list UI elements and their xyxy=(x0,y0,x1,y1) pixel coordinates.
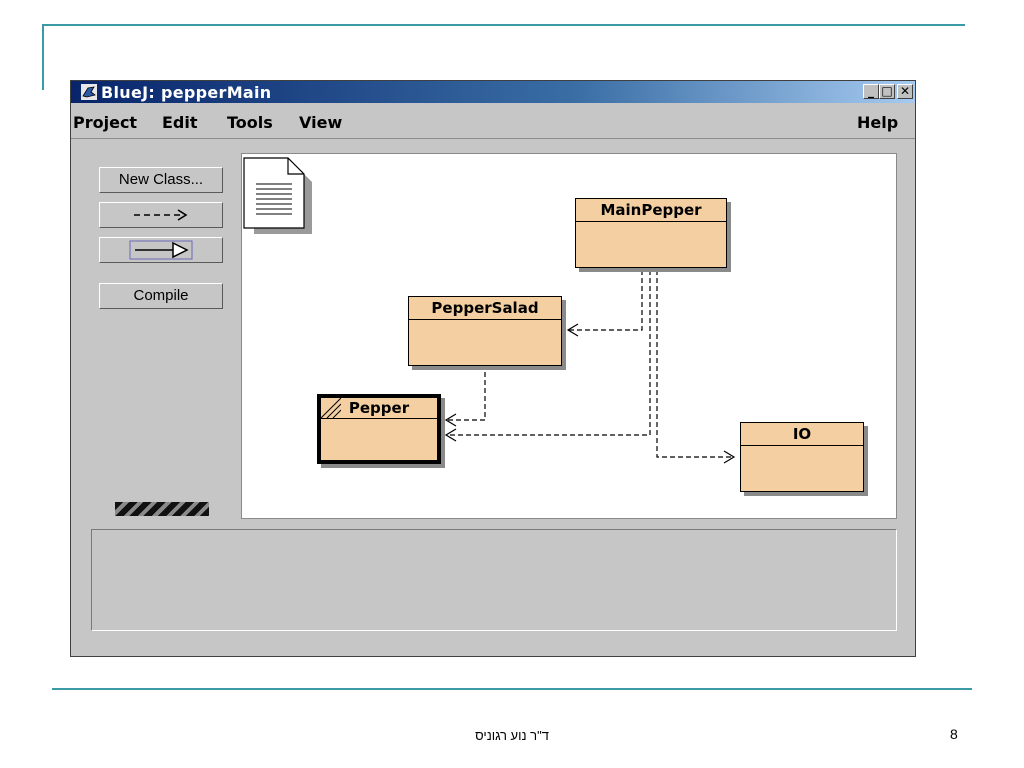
class-io[interactable]: IO xyxy=(740,422,864,492)
arrowhead-peppersalad xyxy=(566,323,579,337)
slide-left-rule xyxy=(42,24,44,90)
compile-label: Compile xyxy=(133,287,189,304)
arrow-peppersalad-to-pepper xyxy=(446,372,486,421)
inheritance-arrow-icon xyxy=(129,240,193,260)
class-peppersalad[interactable]: PepperSalad xyxy=(408,296,562,366)
page-number: 8 xyxy=(950,726,958,742)
arrow-mainpepper-to-io xyxy=(656,270,734,458)
machine-activity-indicator xyxy=(115,502,209,516)
menu-help[interactable]: Help xyxy=(857,113,899,132)
bluej-window: BlueJ: pepperMain _ □ ✕ Project Edit Too… xyxy=(70,80,916,657)
dashed-arrow-icon xyxy=(134,209,188,221)
resize-handle-icon[interactable] xyxy=(321,398,341,418)
message-panel xyxy=(91,529,897,631)
arrow-mainpepper-to-pepper xyxy=(446,270,651,436)
title-bar[interactable]: BlueJ: pepperMain _ □ ✕ xyxy=(71,81,915,103)
class-diagram-canvas[interactable]: MainPepper PepperSalad Pepper IO xyxy=(241,153,897,519)
maximize-button[interactable]: □ xyxy=(879,84,895,99)
dependency-arrows xyxy=(444,270,736,464)
class-mainpepper[interactable]: MainPepper xyxy=(575,198,727,268)
slide-top-rule xyxy=(42,24,965,26)
new-class-label: New Class... xyxy=(118,171,204,188)
class-pepper[interactable]: Pepper xyxy=(317,394,441,464)
compile-button[interactable]: Compile xyxy=(99,283,223,309)
class-name: IO xyxy=(741,423,863,446)
menu-tools[interactable]: Tools xyxy=(227,113,273,132)
close-button[interactable]: ✕ xyxy=(897,84,913,99)
inheritance-arrow-button[interactable] xyxy=(99,237,223,263)
footer-author: ד"ר נוע רגוניס xyxy=(475,728,549,743)
menu-divider xyxy=(71,138,915,139)
readme-document-icon[interactable] xyxy=(242,154,312,234)
arrowhead-pepper-salad xyxy=(444,413,457,427)
menu-project[interactable]: Project xyxy=(73,113,138,132)
window-title: BlueJ: pepperMain xyxy=(101,83,272,102)
slide-bottom-rule xyxy=(52,688,972,690)
menu-edit[interactable]: Edit xyxy=(162,113,198,132)
arrow-mainpepper-to-peppersalad xyxy=(568,270,643,331)
arrowhead-io xyxy=(723,450,736,464)
class-name: PepperSalad xyxy=(409,297,561,320)
menu-bar: Project Edit Tools View Help xyxy=(71,103,915,137)
bluej-bird-icon xyxy=(81,84,97,100)
uses-arrow-button[interactable] xyxy=(99,202,223,228)
class-name: Pepper xyxy=(321,398,437,419)
menu-view[interactable]: View xyxy=(299,113,343,132)
minimize-button[interactable]: _ xyxy=(863,84,879,99)
arrowhead-pepper-main xyxy=(444,428,457,442)
new-class-button[interactable]: New Class... xyxy=(99,167,223,193)
class-name: MainPepper xyxy=(576,199,726,222)
